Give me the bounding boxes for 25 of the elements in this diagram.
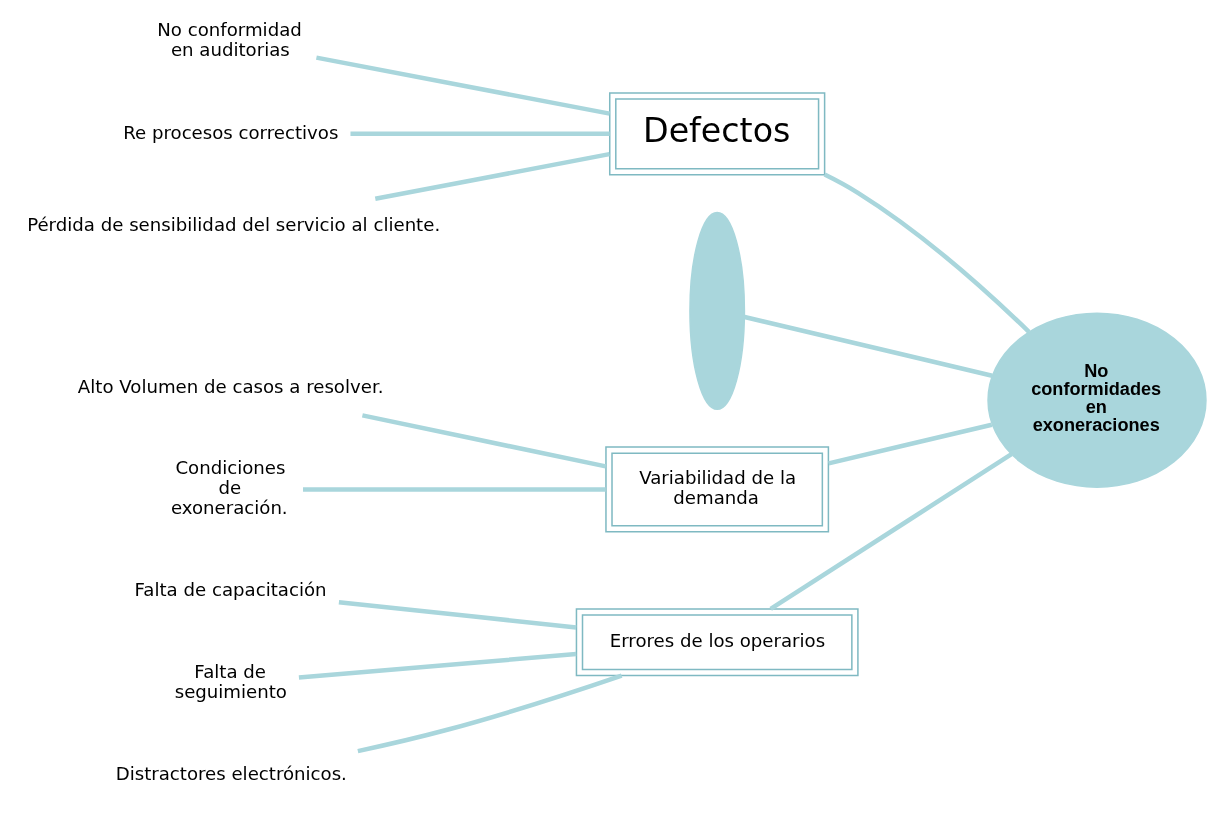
connector [298, 651, 576, 680]
node-box: Defectos [608, 92, 825, 176]
node-text: Re procesos correctivos [122, 121, 338, 143]
connector [338, 599, 576, 630]
connector [374, 151, 610, 202]
connector [356, 673, 622, 754]
node-crescent [688, 211, 745, 410]
node-text: Falta de capacitación [134, 578, 327, 600]
connector [768, 452, 1013, 611]
connector [315, 55, 610, 116]
connector [302, 487, 606, 492]
connector [743, 314, 993, 378]
node-box: Variabilidad de la demanda [604, 446, 829, 533]
node-text: Pérdida de sensibilidad del servicio al cliente. [26, 213, 440, 235]
node-box: Errores de los operarios [575, 608, 859, 677]
connector [349, 131, 610, 137]
connector [823, 172, 1030, 334]
node-ellipse: No conformidades en exoneraciones [986, 312, 1207, 488]
node-text: Alto Volumen de casos a resolver. [77, 375, 383, 397]
node-text: Distractores electrónicos. [115, 763, 347, 785]
node-text: Falta de seguimiento [174, 661, 287, 702]
connector [361, 413, 606, 469]
node-text: Condiciones de exoneración. [170, 457, 288, 518]
connector [827, 422, 992, 466]
node-text: No conformidad en auditorias [156, 19, 302, 61]
